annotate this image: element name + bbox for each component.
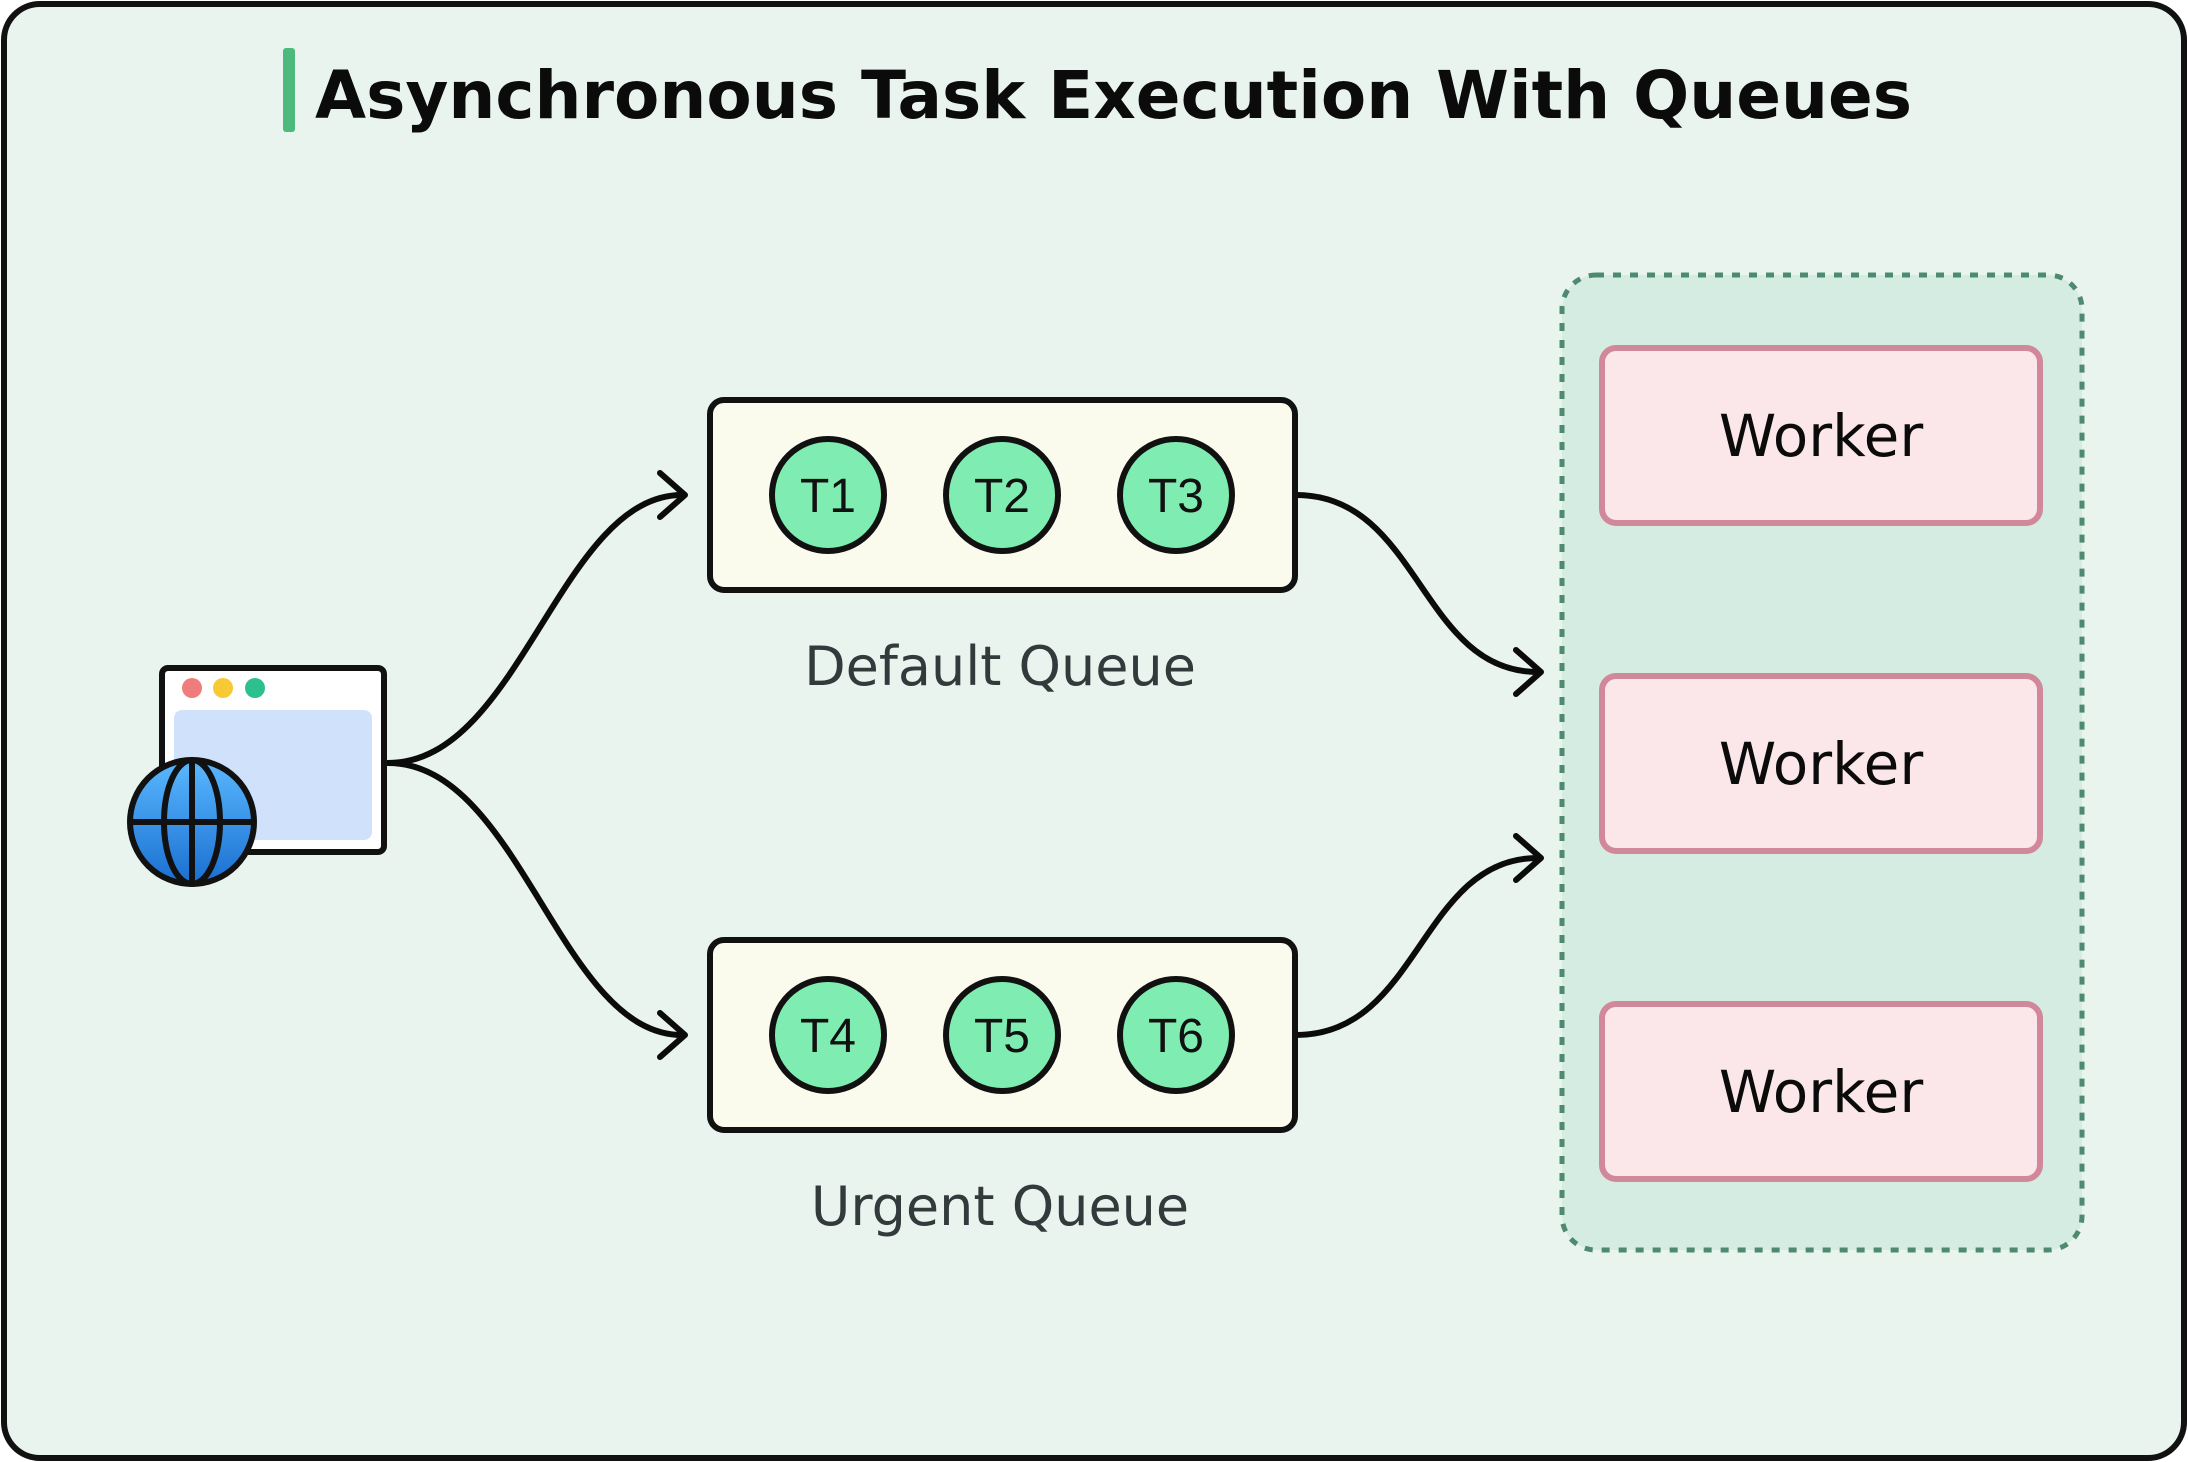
task-t5-label: T5 (974, 1010, 1030, 1063)
default-queue: T1 T2 T3 Default Queue (707, 397, 1298, 698)
default-queue-label: Default Queue (804, 635, 1196, 698)
worker-1-label: Worker (1719, 402, 1923, 470)
window-close-dot-icon (182, 678, 202, 698)
urgent-queue: T4 T5 T6 Urgent Queue (707, 937, 1298, 1238)
globe-icon (127, 757, 257, 887)
task-t2: T2 (943, 436, 1061, 554)
task-t1-label: T1 (800, 470, 856, 523)
arrow-client-to-urgent-queue (385, 760, 685, 1038)
arrow-default-queue-to-workers (1293, 492, 1541, 675)
task-t6: T6 (1117, 976, 1235, 1094)
window-maximize-dot-icon (245, 678, 265, 698)
task-t6-label: T6 (1148, 1010, 1204, 1063)
task-t4: T4 (769, 976, 887, 1094)
task-t3-label: T3 (1148, 470, 1204, 523)
browser-window-with-globe-icon (127, 665, 387, 887)
title-accent-bar (283, 48, 295, 132)
arrowhead-workers-lower (1513, 833, 1544, 883)
worker-3-label: Worker (1719, 1058, 1923, 1126)
task-t2-label: T2 (974, 470, 1030, 523)
worker-3: Worker (1599, 1001, 2043, 1182)
arrowhead-default-queue (657, 470, 688, 520)
worker-1: Worker (1599, 345, 2043, 526)
urgent-queue-label: Urgent Queue (811, 1175, 1189, 1238)
arrowhead-workers-upper (1513, 647, 1544, 697)
task-t1: T1 (769, 436, 887, 554)
window-minimize-dot-icon (213, 678, 233, 698)
arrowhead-urgent-queue (657, 1010, 688, 1060)
task-t3: T3 (1117, 436, 1235, 554)
task-t4-label: T4 (800, 1010, 856, 1063)
worker-2: Worker (1599, 673, 2043, 854)
arrow-client-to-default-queue (385, 492, 685, 766)
worker-2-label: Worker (1719, 730, 1923, 798)
task-t5: T5 (943, 976, 1061, 1094)
arrow-urgent-queue-to-workers (1293, 855, 1541, 1038)
diagram-title: Asynchronous Task Execution With Queues (315, 57, 1912, 134)
